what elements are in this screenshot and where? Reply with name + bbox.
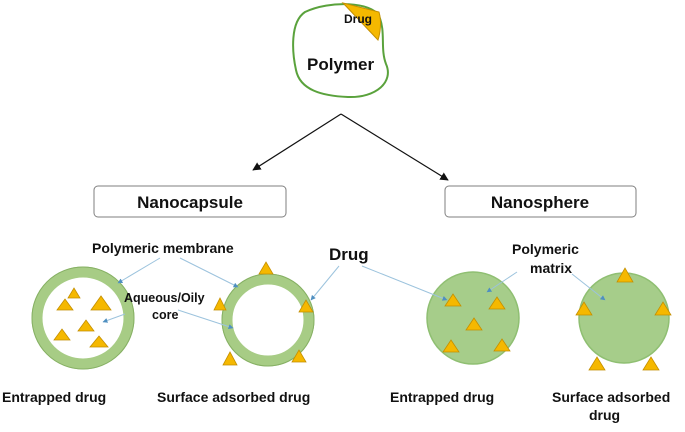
polymer-drug-illustration: Drug Polymer	[292, 2, 389, 99]
pointer-lines	[102, 257, 606, 329]
pointer-core-capsule2	[177, 309, 234, 329]
drug-triangle	[67, 287, 81, 299]
arrow-to-nanocapsule	[252, 113, 342, 171]
drug-triangle	[488, 296, 506, 310]
drug-wedge-label: Drug	[344, 12, 372, 26]
caption-entrapped-nanosphere: Entrapped drug	[390, 389, 494, 405]
pointer-drug-capsule2	[310, 265, 340, 301]
capsule-membrane-edge	[31, 266, 135, 370]
nanosphere-entrapped	[426, 271, 520, 365]
polymeric-membrane-label: Polymeric membrane	[92, 240, 234, 256]
drug-triangle	[258, 261, 274, 275]
caption-entrapped-nanocapsule: Entrapped drug	[2, 389, 106, 405]
core-label-line2: core	[152, 308, 178, 322]
polymeric-matrix-label-line1: Polymeric	[512, 241, 579, 257]
drug-triangle	[575, 301, 593, 316]
pointer-membrane-capsule2	[179, 257, 239, 288]
capsule-membrane	[31, 266, 135, 370]
pointer-matrix-sphere2	[571, 273, 606, 301]
drug-triangle	[53, 328, 71, 341]
drug-triangle	[56, 298, 74, 311]
drug-triangle	[616, 267, 634, 283]
caption-surface-nanosphere-line1: Surface adsorbed	[552, 389, 670, 405]
arrow-to-nanosphere	[340, 113, 449, 181]
nanosphere-box: Nanosphere	[444, 185, 637, 218]
pointer-matrix-sphere1	[486, 271, 518, 293]
drug-triangle	[291, 349, 307, 363]
drug-triangle	[465, 317, 483, 331]
drug-triangle	[442, 339, 460, 353]
nanocapsule-box: Nanocapsule	[93, 185, 287, 218]
nanosphere-surface-adsorbed	[575, 267, 672, 371]
drug-triangle	[90, 295, 112, 311]
pointer-drug-sphere1	[361, 265, 448, 301]
drug-triangle	[222, 351, 238, 366]
drug-triangle	[298, 299, 314, 313]
drug-label: Drug	[329, 245, 369, 264]
core-label-line1: Aqueous/Oily	[124, 291, 205, 305]
nanocapsule-label: Nanocapsule	[137, 193, 243, 212]
drug-triangle	[213, 297, 227, 311]
nanocapsule-surface-adsorbed	[213, 261, 315, 367]
caption-surface-nanosphere-line2: drug	[589, 407, 620, 423]
drug-triangle	[89, 335, 109, 348]
nanocapsule-entrapped	[31, 266, 135, 370]
drug-triangle	[588, 356, 606, 371]
polymeric-matrix-label-line2: matrix	[530, 260, 572, 276]
capsule-membrane	[221, 273, 315, 367]
drug-wedge	[341, 2, 382, 41]
nanosphere-label: Nanosphere	[491, 193, 589, 212]
pointer-membrane-capsule1	[117, 257, 161, 284]
drug-triangle	[642, 356, 660, 371]
polymer-blob	[292, 3, 389, 99]
sphere-body	[578, 272, 670, 364]
drug-triangle	[77, 319, 95, 332]
caption-surface-nanocapsule: Surface adsorbed drug	[157, 389, 310, 405]
drug-triangle	[654, 301, 672, 316]
drug-triangle	[493, 338, 511, 352]
drug-triangle	[444, 293, 462, 307]
polymer-label: Polymer	[307, 55, 374, 74]
pointer-core-capsule1	[102, 313, 126, 323]
